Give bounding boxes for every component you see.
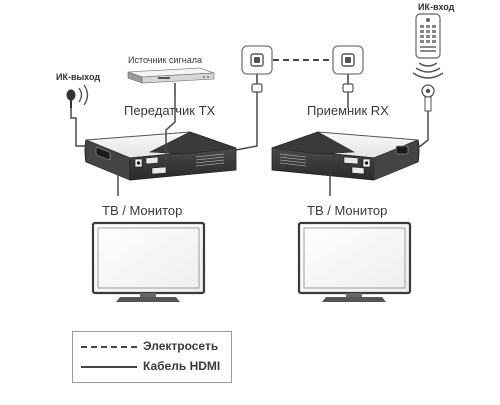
receiver-device — [271, 131, 420, 181]
power-adapter-tx — [241, 45, 273, 96]
signal-source-device — [127, 67, 215, 96]
tv-monitor-left — [91, 221, 206, 302]
power-adapter-rx — [332, 45, 364, 96]
transmitter-device — [84, 131, 237, 181]
legend-item-hdmi: Кабель HDMI — [79, 359, 227, 375]
ir-out-label: ИК-выход — [56, 72, 101, 82]
remote-control — [415, 13, 441, 59]
transmitter-label: Передатчик TX — [124, 103, 216, 118]
legend-item-power: Электросеть — [79, 339, 227, 355]
legend: Электросеть Кабель HDMI — [72, 331, 232, 383]
hdmi-cable-source-tx — [165, 96, 176, 160]
tv-monitor-right — [297, 221, 412, 302]
ir-out-emitter — [66, 84, 98, 147]
signal-source-label: Источник сигнала — [128, 55, 202, 65]
ir-in-label: ИК-вход — [418, 2, 455, 12]
dashed-line-swatch — [81, 346, 137, 348]
ir-in-receiver — [417, 84, 435, 149]
tv-right-label: ТВ / Монитор — [307, 203, 388, 218]
ir-waves-icon — [412, 62, 444, 79]
tx-power-cord — [235, 96, 258, 151]
solid-line-swatch — [81, 366, 137, 368]
legend-hdmi-label: Кабель HDMI — [143, 359, 221, 373]
receiver-label: Приемник RX — [307, 103, 389, 118]
tv-left-label: ТВ / Монитор — [102, 203, 183, 218]
legend-power-label: Электросеть — [143, 339, 219, 353]
